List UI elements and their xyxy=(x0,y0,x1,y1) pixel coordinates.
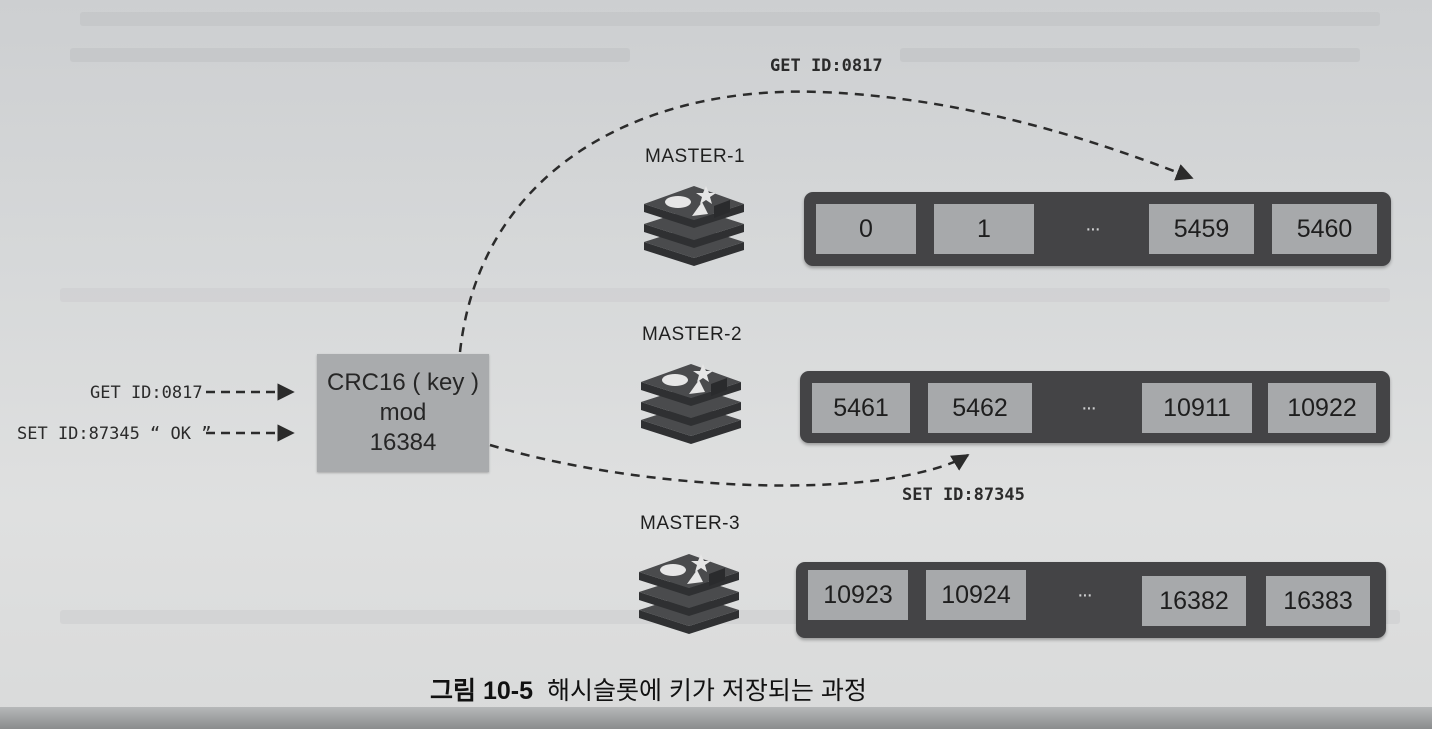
slot-cell: 10922 xyxy=(1268,383,1376,433)
master-3-label: MASTER-3 xyxy=(640,513,741,534)
slot-cell: 5461 xyxy=(812,383,910,433)
slot-cell: 1 xyxy=(934,204,1034,254)
crc16-hash-box: CRC16 ( key ) mod 16384 xyxy=(317,354,489,472)
get-path-label: GET ID:0817 xyxy=(770,56,883,76)
slot-ellipsis: ··· xyxy=(1077,583,1093,606)
hash-mod-text: mod xyxy=(379,399,427,426)
bleed-through-line xyxy=(900,48,1360,62)
master-1-slot-bar: 0 1 ··· 5459 5460 xyxy=(804,192,1391,266)
slot-cell: 10911 xyxy=(1142,383,1252,433)
slot-cell: 10923 xyxy=(808,570,908,620)
slot-cell: 0 xyxy=(816,204,916,254)
set-path-label: SET ID:87345 xyxy=(902,485,1025,505)
get-path-arrow xyxy=(458,90,1194,353)
slot-cell: 10924 xyxy=(926,570,1026,620)
redis-logo-icon xyxy=(644,186,744,266)
figure-caption: 그림 10-5 해시슬롯에 키가 저장되는 과정 xyxy=(430,671,867,707)
redis-logo-icon xyxy=(641,364,741,444)
slot-cell: 16382 xyxy=(1142,576,1246,626)
get-request-label: GET ID:0817 xyxy=(90,383,203,403)
bleed-through-line xyxy=(60,288,1390,302)
master-1-label: MASTER-1 xyxy=(645,146,746,167)
master-2-slot-bar: 5461 5462 ··· 10911 10922 xyxy=(800,371,1390,443)
figure-caption-text: 해시슬롯에 키가 저장되는 과정 xyxy=(546,677,867,705)
slot-cell: 5462 xyxy=(928,383,1032,433)
bleed-through-line xyxy=(70,48,630,62)
slot-cell: 16383 xyxy=(1266,576,1370,626)
hash-function-text: CRC16 ( key ) xyxy=(326,369,480,396)
slot-ellipsis: ··· xyxy=(1081,396,1097,419)
set-path-arrow xyxy=(489,443,970,487)
hash-slot-count-text: 16384 xyxy=(369,429,437,456)
page-bottom-edge xyxy=(0,707,1432,729)
slot-cell: 5460 xyxy=(1272,204,1377,254)
slot-cell: 5459 xyxy=(1149,204,1254,254)
figure-number: 그림 10-5 xyxy=(430,677,533,705)
master-2-label: MASTER-2 xyxy=(642,324,743,345)
master-3-slot-bar: 10923 10924 ··· 16382 16383 xyxy=(796,562,1386,638)
redis-logo-icon xyxy=(639,554,739,634)
set-request-label: SET ID:87345 “ OK ” xyxy=(17,424,212,444)
slot-ellipsis: ··· xyxy=(1085,217,1101,240)
bleed-through-line xyxy=(80,12,1380,26)
